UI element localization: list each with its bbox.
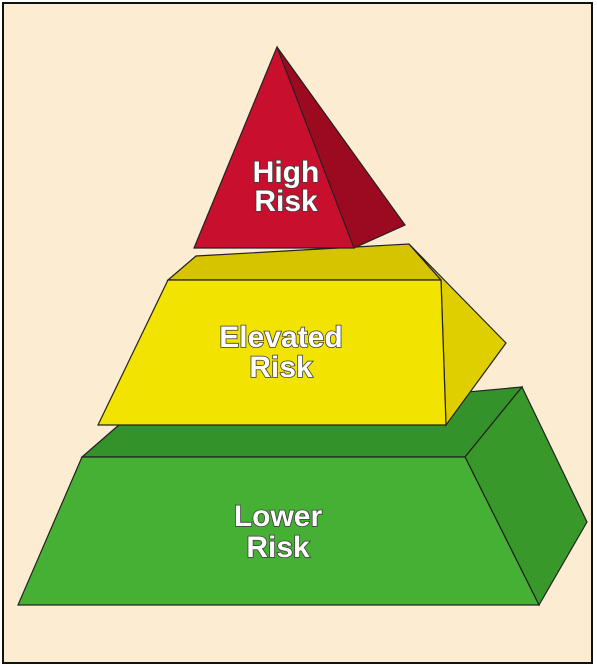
tier-elevated-label-line2: Risk [249, 351, 313, 384]
risk-pyramid: Lower Risk Elevated Risk High Risk [4, 4, 591, 662]
tier-high-risk: High Risk [193, 45, 406, 249]
tier-lower-label-line2: Risk [246, 531, 310, 564]
tier-high-label-line1: High [253, 156, 320, 189]
tier-lower-label-line1: Lower [234, 500, 323, 533]
tier-elevated-label-line1: Elevated [219, 321, 342, 354]
tier-high-label-line2: Risk [254, 185, 318, 218]
tier-elevated-risk: Elevated Risk [97, 243, 507, 427]
tier-high-front-face [193, 45, 355, 249]
tier-elevated-front-face [97, 279, 447, 426]
tier-lower-front-face [17, 456, 540, 606]
